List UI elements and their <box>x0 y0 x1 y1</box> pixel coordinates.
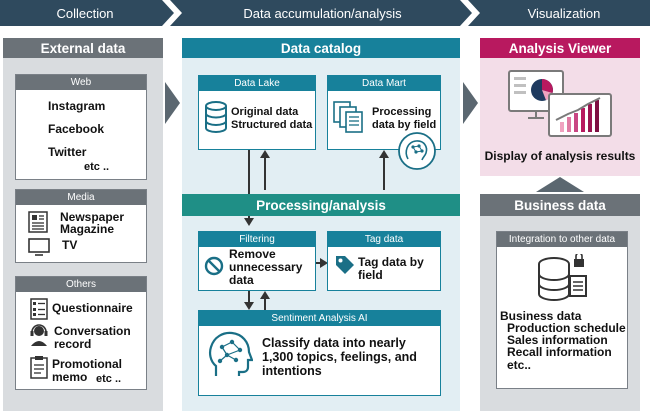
web-label: Web <box>16 75 146 90</box>
connector-sentiment-up <box>264 298 266 310</box>
business-line-3: Sales information <box>507 333 608 347</box>
tag-icon <box>336 256 354 274</box>
ai-head-icon <box>208 331 253 376</box>
web-item-twitter: Twitter <box>48 145 87 159</box>
sentiment-line-1: Classify data into nearly <box>262 336 406 350</box>
data-lake-line-2: Structured data <box>231 119 313 131</box>
media-item-newspaper: Newspaper <box>60 210 125 224</box>
filtering-line-2: unnecessary <box>229 260 303 274</box>
arrowhead-mart-up <box>379 150 389 158</box>
sentiment-ai-label: Sentiment Analysis AI <box>199 311 440 326</box>
stage-label-collection: Collection <box>56 5 114 21</box>
others-item-questionnaire: Questionnaire <box>52 301 133 315</box>
others-item-memo: memo <box>52 370 88 384</box>
processing-header: Processing/analysis <box>182 194 460 216</box>
integration-label: Integration to other data <box>497 232 627 247</box>
questionnaire-icon <box>30 298 48 320</box>
sentiment-line-3: intentions <box>262 364 322 378</box>
dashboard-monitor-icon <box>508 70 612 137</box>
web-etc: etc .. <box>84 161 110 173</box>
arrow-business-to-viewer <box>536 177 584 192</box>
data-lake-label: Data Lake <box>199 76 315 91</box>
business-line-4: Recall information <box>507 345 612 359</box>
memo-icon <box>30 356 48 379</box>
connector-mart-up <box>383 158 385 190</box>
business-data-header: Business data <box>480 194 640 216</box>
business-line-5: etc.. <box>507 358 532 372</box>
arrow-collection-to-catalog <box>165 82 180 124</box>
web-item-facebook: Facebook <box>48 122 105 136</box>
connector-lake-up <box>264 158 266 190</box>
documents-icon <box>333 101 363 133</box>
viewer-caption: Display of analysis results <box>484 149 636 163</box>
arrow-accumulation-to-viewer <box>463 82 478 124</box>
connector-filter-down <box>248 291 250 305</box>
tag-data-line-1: Tag data by <box>358 255 424 269</box>
arrowhead-filter-down <box>244 302 254 310</box>
business-line-2: Production schedule <box>507 321 626 335</box>
stage-chevron-accumulation <box>170 0 472 26</box>
prohibited-icon <box>204 256 224 276</box>
stage-chevron-visualization <box>468 0 650 26</box>
web-box: Web <box>15 74 147 180</box>
others-item-record: record <box>54 337 92 351</box>
data-lake-box: Data Lake <box>198 75 316 150</box>
sentiment-line-2: 1,300 topics, feelings, and <box>262 350 417 364</box>
others-item-promotional: Promotional <box>52 357 123 371</box>
database-icon <box>205 101 227 133</box>
others-label: Others <box>16 277 146 292</box>
connector-lake-down <box>248 150 250 222</box>
arrowhead-sentiment-up <box>260 291 270 299</box>
connector-filter-to-tag <box>316 262 322 264</box>
media-item-tv: TV <box>62 238 78 252</box>
stage-chevron-collection <box>0 0 174 26</box>
tag-data-label: Tag data <box>328 232 440 247</box>
secure-database-icon <box>538 254 587 301</box>
arrowhead-lake-up <box>260 150 270 158</box>
media-item-magazine: Magazine <box>60 222 115 236</box>
filtering-line-1: Remove <box>229 247 276 261</box>
data-mart-line-2: data by field <box>372 119 437 131</box>
data-mart-label: Data Mart <box>328 76 440 91</box>
analysis-viewer-header: Analysis Viewer <box>480 38 640 58</box>
business-line-1: Business data <box>500 309 582 323</box>
filtering-label: Filtering <box>199 232 315 247</box>
integration-box: Integration to other data <box>496 231 628 389</box>
stage-bar <box>0 0 650 26</box>
data-lake-line-1: Original data <box>231 106 299 118</box>
stage-label-accumulation: Data accumulation/analysis <box>243 5 402 21</box>
web-item-instagram: Instagram <box>48 99 106 113</box>
tv-icon <box>28 238 50 256</box>
newspaper-icon <box>28 211 48 233</box>
others-etc: etc .. <box>96 373 122 385</box>
others-item-conversation: Conversation <box>54 324 131 338</box>
stage-label-visualization: Visualization <box>527 5 601 21</box>
data-catalog-header: Data catalog <box>182 38 460 58</box>
arrowhead-lake-down <box>244 218 254 226</box>
external-data-header: External data <box>3 38 163 58</box>
tag-data-line-2: field <box>358 268 383 282</box>
ai-brain-icon <box>398 132 436 170</box>
filtering-line-3: data <box>229 273 254 287</box>
media-label: Media <box>16 190 146 205</box>
arrowhead-filter-to-tag <box>320 258 328 268</box>
sentiment-ai-box: Sentiment Analysis AI <box>198 310 441 396</box>
data-mart-line-1: Processing <box>372 106 432 118</box>
headset-icon <box>30 324 48 346</box>
